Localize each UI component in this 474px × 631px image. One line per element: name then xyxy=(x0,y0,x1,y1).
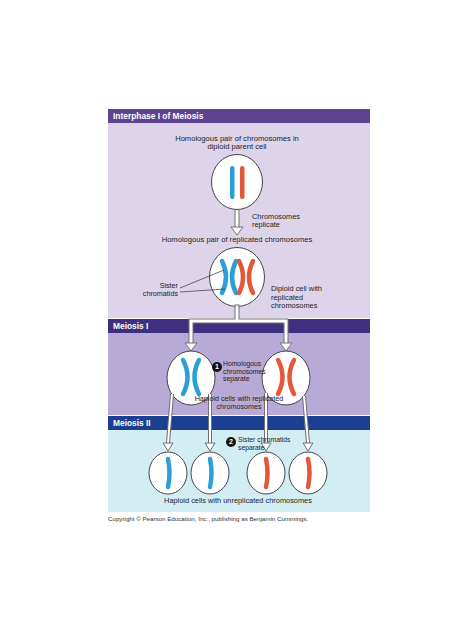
chromosome xyxy=(210,459,212,487)
callout-number: 1 xyxy=(212,362,222,372)
daughter-cell xyxy=(289,452,327,494)
step-note: Homologous chromosomes separate xyxy=(223,360,265,383)
cell-outline xyxy=(209,247,265,307)
phase-heading: Meiosis II xyxy=(108,416,370,430)
copyright-caption: Copyright © Pearson Education, Inc., pub… xyxy=(108,515,308,522)
edge-label: Chromosomes replicate xyxy=(252,213,308,230)
chromosome xyxy=(308,459,310,487)
daughter-cell xyxy=(247,452,285,494)
cell-caption: Homologous pair of replicated chromosome… xyxy=(147,236,327,245)
daughter-cell xyxy=(149,452,187,494)
cell-membrane xyxy=(210,248,265,307)
arrow-outline xyxy=(235,210,240,227)
daughter-cell xyxy=(191,452,229,494)
cell-caption: Homologous pair of chromosomes in diploi… xyxy=(172,135,302,152)
step-note: Sister chromatids separate xyxy=(238,436,302,451)
structure-label: Sister chromatids xyxy=(128,282,178,299)
replicated-chromosome xyxy=(183,360,199,394)
cell-membrane xyxy=(212,155,263,210)
phase-heading: Interphase I of Meiosis xyxy=(108,109,370,123)
chromosome xyxy=(266,459,268,487)
cell-circle: Homologous pair of chromosomes in diploi… xyxy=(211,154,263,210)
cell-caption: Haploid cells with replicated chromosome… xyxy=(186,395,292,412)
callout-number: 2 xyxy=(226,437,236,447)
chromosome xyxy=(168,459,170,487)
cell-circle: Homologous pair of replicated chromosome… xyxy=(209,247,265,307)
arrow-fill xyxy=(236,210,239,227)
cell-caption: Haploid cells with unreplicated chromoso… xyxy=(128,497,348,506)
chromosome xyxy=(230,166,235,199)
cell-outline xyxy=(211,154,263,210)
replicated-chromosome xyxy=(278,360,294,394)
chromosome xyxy=(240,166,245,199)
cell-note: Diploid cell with replicated chromosomes xyxy=(271,285,329,311)
